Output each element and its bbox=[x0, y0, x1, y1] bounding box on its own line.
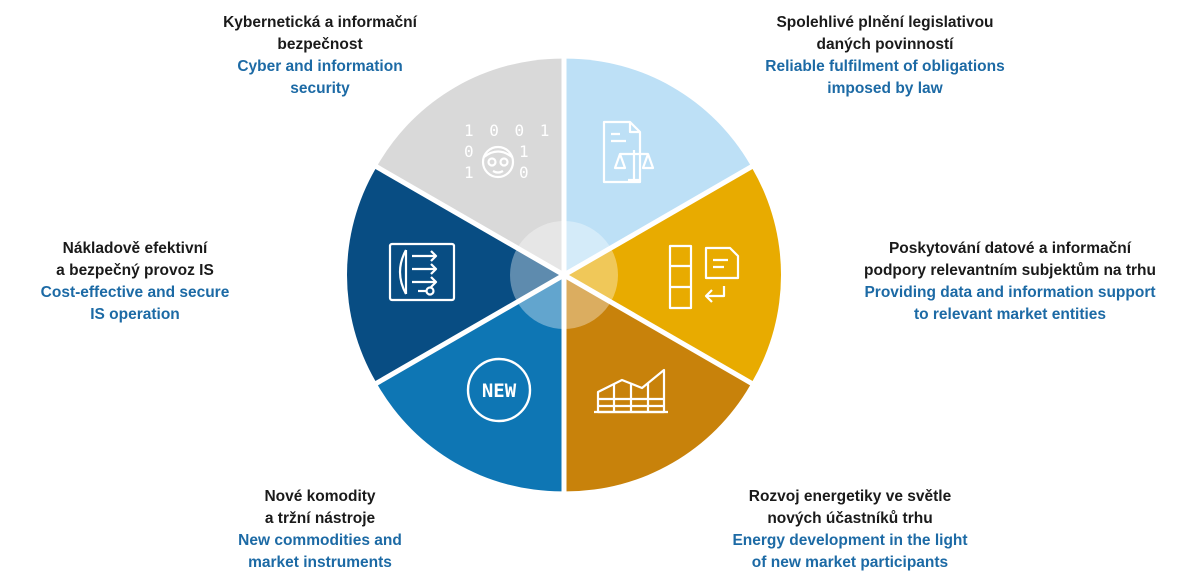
wheel-segment-data-support bbox=[569, 169, 781, 381]
process-flow-icon bbox=[388, 242, 456, 302]
wheel-segment-cyber-security bbox=[377, 58, 562, 271]
document-scales-icon bbox=[602, 120, 655, 184]
wheel-segment-energy-development bbox=[566, 279, 751, 492]
svg-text:1: 1 bbox=[464, 163, 474, 182]
center-hub bbox=[510, 221, 618, 329]
data-transfer-icon bbox=[668, 244, 740, 310]
svg-text:NEW: NEW bbox=[482, 380, 517, 402]
wheel-segment-new-commodities bbox=[377, 279, 562, 492]
rising-chart-icon bbox=[594, 368, 668, 414]
binary-hacker-icon: 1 0 0 1 0 1 1 0 bbox=[464, 121, 552, 182]
svg-text:0: 0 bbox=[519, 163, 529, 182]
svg-text:1 0 0 1: 1 0 0 1 bbox=[464, 121, 552, 140]
new-badge-icon: NEW bbox=[466, 357, 532, 423]
wheel-segment-legal-obligations bbox=[566, 58, 751, 271]
svg-text:0: 0 bbox=[464, 142, 474, 161]
svg-text:1: 1 bbox=[519, 142, 529, 161]
